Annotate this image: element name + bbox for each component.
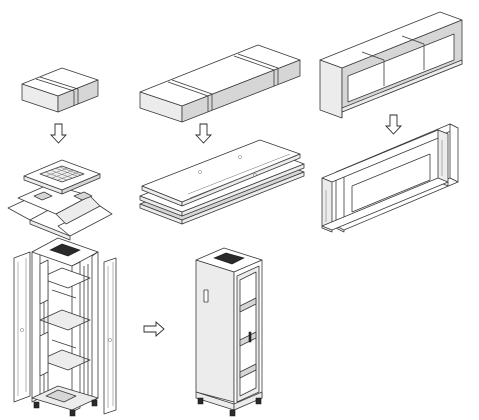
packed-box-top-cover [22,68,98,112]
right-arrow [144,322,164,336]
unpacked-top-cover [8,160,112,240]
closed-cabinet [196,248,262,416]
unpacked-side-panels [140,140,304,224]
down-arrow-top-cover [51,124,66,143]
packed-box-frame [320,12,462,118]
down-arrow-side-panels [196,124,211,143]
open-cabinet [14,238,116,416]
unpacked-frame-sections [322,124,458,232]
packed-box-side-panels [140,45,300,122]
down-arrow-frame [386,115,401,134]
